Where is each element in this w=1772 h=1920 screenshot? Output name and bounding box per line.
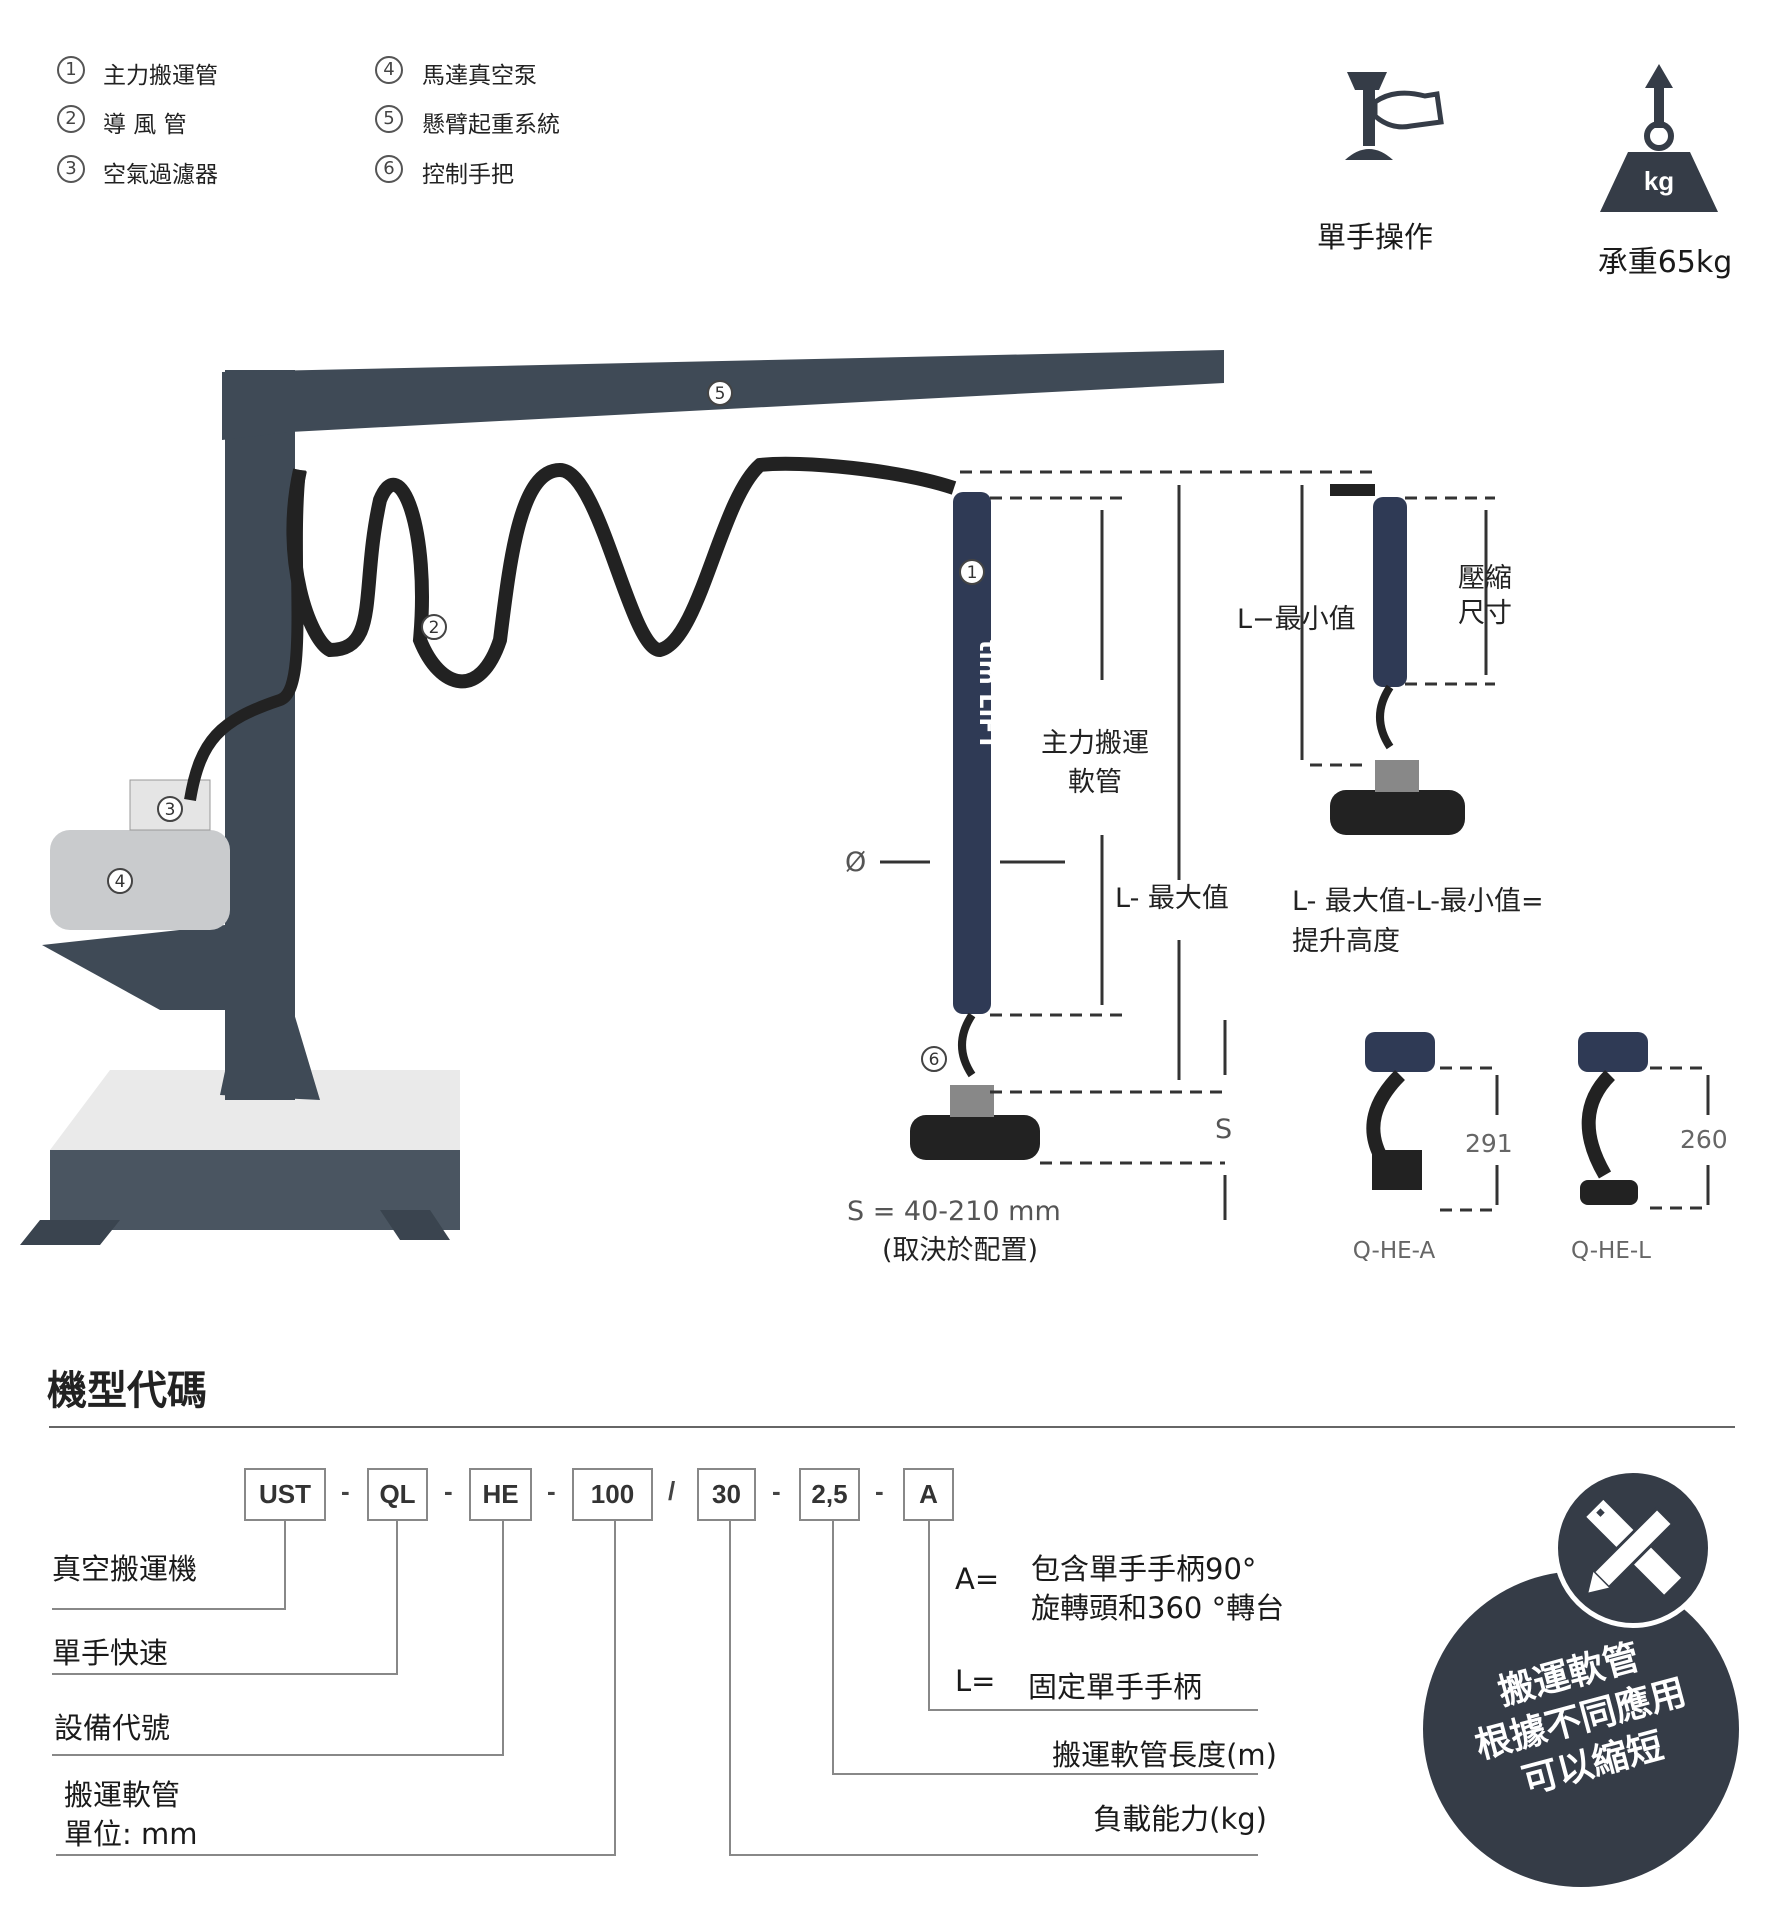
label-unit: 單位: mm bbox=[64, 1817, 198, 1851]
main-hose-label: 主力搬運 bbox=[1041, 728, 1149, 759]
legend-label: 控制手把 bbox=[422, 162, 514, 188]
code-separator: - bbox=[547, 1476, 556, 1506]
handle-a-dim: 291 bbox=[1465, 1129, 1513, 1158]
legend-label: 導 風 管 bbox=[103, 112, 187, 138]
label-device: 設備代號 bbox=[54, 1711, 171, 1745]
legend-num: 3 bbox=[57, 155, 85, 183]
code-separator: - bbox=[772, 1476, 781, 1506]
suction-pad bbox=[910, 1115, 1040, 1160]
code-segment-100: 100 bbox=[572, 1468, 653, 1521]
s-range-label: S = 40-210 mm bbox=[847, 1196, 1061, 1227]
dimension-arrows bbox=[880, 485, 1710, 1220]
lift-height-label: L- 最大值-L-最小值= bbox=[1292, 886, 1544, 917]
compress-label: 壓縮 bbox=[1458, 563, 1512, 594]
crane-column bbox=[225, 370, 295, 1100]
lift-height-label: 提升高度 bbox=[1292, 926, 1400, 957]
s-note-label: (取決於配置) bbox=[882, 1235, 1038, 1266]
label-quick: 單手快速 bbox=[52, 1636, 169, 1670]
callout-6: 6 bbox=[929, 1050, 940, 1070]
code-segment-he: HE bbox=[469, 1468, 532, 1521]
callout-2: 2 bbox=[429, 618, 440, 638]
code-separator: - bbox=[341, 1476, 350, 1506]
code-segment-2-5: 2,5 bbox=[799, 1468, 860, 1521]
callout-5: 5 bbox=[715, 384, 726, 404]
legend-num: 2 bbox=[57, 105, 85, 133]
callout-4: 4 bbox=[115, 872, 126, 892]
one-hand-operation-icon bbox=[1345, 72, 1444, 160]
l-min-label: L−最小值 bbox=[1237, 604, 1356, 635]
label-l-desc: 固定單手手柄 bbox=[1028, 1670, 1203, 1704]
legend-label: 懸臂起重系統 bbox=[422, 112, 560, 138]
label-hose: 搬運軟管 bbox=[64, 1778, 181, 1812]
one-hand-label: 單手操作 bbox=[1316, 220, 1433, 254]
info-badge: 搬運軟管 根據不同應用 可以縮短 bbox=[1423, 1571, 1739, 1887]
legend-num: 1 bbox=[57, 56, 85, 84]
compressed-hose bbox=[1373, 497, 1407, 687]
code-segment-a: A bbox=[903, 1468, 954, 1521]
callout-3: 3 bbox=[165, 800, 176, 820]
diameter-label: Ø bbox=[845, 847, 866, 878]
guide-hose bbox=[286, 456, 957, 689]
handle-a-name: Q-HE-A bbox=[1353, 1238, 1436, 1264]
weight-load-icon: kg bbox=[1600, 64, 1718, 212]
label-a-desc: 包含單手手柄90° bbox=[1031, 1552, 1257, 1586]
code-separator: - bbox=[444, 1476, 453, 1506]
label-machine: 真空搬運機 bbox=[52, 1552, 198, 1586]
handle-l-name: Q-HE-L bbox=[1571, 1238, 1651, 1264]
label-a-desc: 旋轉頭和360 °轉台 bbox=[1031, 1591, 1285, 1625]
label-l-key: L= bbox=[955, 1664, 996, 1698]
legend-num: 6 bbox=[375, 155, 403, 183]
main-lifting-hose bbox=[953, 492, 991, 1014]
crane-base-top bbox=[50, 1070, 460, 1150]
code-segment-30: 30 bbox=[697, 1468, 756, 1521]
compress-label: 尺寸 bbox=[1458, 598, 1512, 629]
code-separator: / bbox=[668, 1476, 676, 1506]
vacuum-pump-motor bbox=[50, 830, 230, 930]
load-capacity-label: 承重65kg bbox=[1597, 245, 1733, 280]
ruler-pencil-icon bbox=[1553, 1468, 1713, 1628]
code-separator: - bbox=[875, 1476, 884, 1506]
label-a-key: A= bbox=[955, 1562, 1000, 1596]
legend-label: 空氣過濾器 bbox=[103, 162, 218, 188]
dimension-lines bbox=[960, 470, 1710, 1212]
code-segment-ust: UST bbox=[244, 1468, 326, 1521]
s-label: S bbox=[1215, 1114, 1232, 1145]
legend-label: 主力搬運管 bbox=[103, 63, 218, 89]
code-segment-ql: QL bbox=[367, 1468, 428, 1521]
main-hose-label: 軟管 bbox=[1068, 767, 1122, 798]
callout-1: 1 bbox=[967, 563, 978, 583]
legend-num: 5 bbox=[375, 105, 403, 133]
label-capacity: 負載能力(kg) bbox=[1093, 1802, 1267, 1836]
label-length: 搬運軟管長度(m) bbox=[1052, 1738, 1277, 1772]
weight-icon-text: kg bbox=[1644, 166, 1674, 196]
hose-logo: tim LIFT bbox=[974, 640, 1002, 751]
handle-l-dim: 260 bbox=[1680, 1125, 1728, 1154]
l-max-label: L- 最大值 bbox=[1115, 883, 1229, 914]
legend-label: 馬達真空泵 bbox=[422, 63, 537, 89]
legend-num: 4 bbox=[375, 56, 403, 84]
model-code-title: 機型代碼 bbox=[47, 1368, 207, 1414]
crane-diagram: tim LIFT 1 2 3 4 5 6 bbox=[20, 350, 1728, 1266]
divider bbox=[49, 1426, 1735, 1428]
